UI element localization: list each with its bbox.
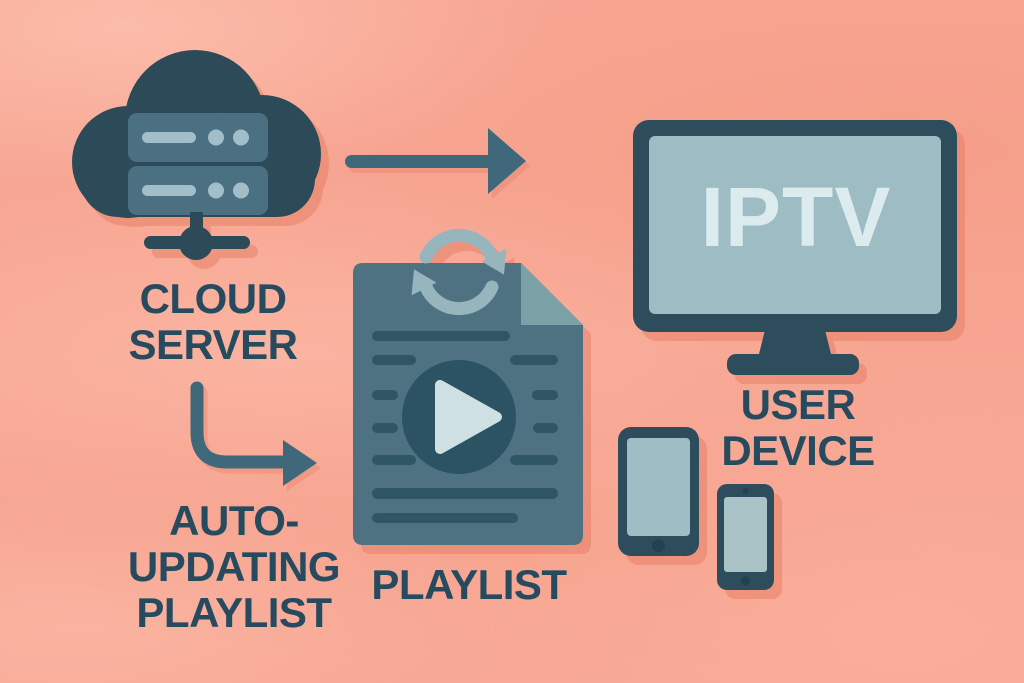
playlist-document-icon	[353, 228, 583, 545]
phone-icon	[717, 484, 774, 590]
arrow-right-icon	[345, 128, 526, 194]
cloud-server-label-line1: CLOUD	[139, 275, 287, 322]
auto-updating-playlist-label: AUTO- UPDATING PLAYLIST	[104, 498, 364, 636]
phone-home-button	[741, 576, 750, 586]
network-node-icon	[144, 212, 250, 260]
document-text-lines	[372, 331, 558, 523]
folded-corner	[521, 263, 583, 325]
playlist-label: PLAYLIST	[339, 562, 599, 608]
cloud-server-label-line2: SERVER	[128, 321, 298, 368]
auto-updating-label-line2: UPDATING	[127, 543, 341, 590]
tv-icon: IPTV	[633, 120, 957, 375]
playlist-label-line1: PLAYLIST	[371, 561, 567, 608]
tv-stand-neck	[758, 330, 832, 358]
cloud-server-label: CLOUD SERVER	[83, 276, 343, 368]
elbow-arrow-icon	[190, 381, 317, 486]
play-icon	[435, 380, 502, 454]
user-device-label-line2: DEVICE	[721, 427, 875, 474]
refresh-icon	[411, 228, 507, 316]
server-rack-icon	[128, 113, 268, 215]
tablet-home-button	[652, 539, 665, 553]
tablet-icon	[618, 427, 699, 556]
auto-updating-label-line3: PLAYLIST	[136, 589, 332, 636]
phone-camera-dot	[742, 488, 749, 494]
auto-updating-label-line1: AUTO-	[169, 497, 299, 544]
iptv-screen-text: IPTV	[701, 170, 892, 264]
tv-stand-base	[727, 354, 859, 375]
user-device-label-line1: USER	[740, 381, 856, 428]
cloud-server-icon	[72, 50, 321, 260]
user-device-label: USER DEVICE	[668, 382, 928, 474]
